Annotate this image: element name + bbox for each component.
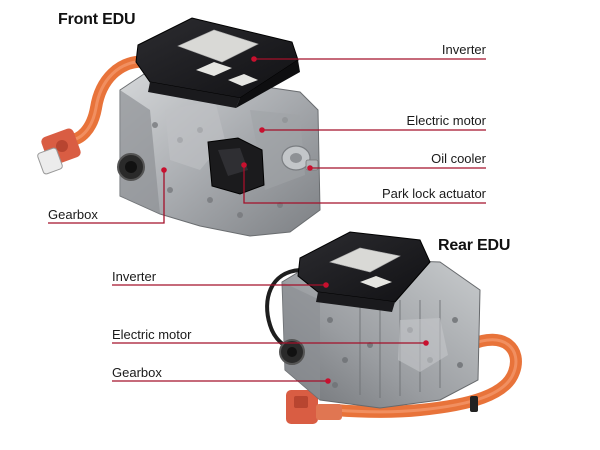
front-leader-dots	[161, 56, 313, 173]
front-gearbox-label: Gearbox	[48, 207, 98, 222]
rear-electric-motor-label: Electric motor	[112, 327, 192, 342]
rear-electric-motor-dot	[423, 340, 429, 346]
rear-inverter-label-plate	[329, 247, 401, 273]
front-gearbox-dot	[161, 167, 167, 173]
front-edu-unit	[37, 17, 321, 237]
rear-hv-connector	[286, 390, 342, 424]
front-inverter-label: Inverter	[441, 42, 486, 57]
front-inverter-label-plate	[177, 29, 259, 63]
front-gearbox-leader	[48, 170, 165, 224]
front-park-lock-actuator-label: Park lock actuator	[381, 186, 486, 201]
front-hv-connector	[37, 128, 81, 175]
rear-edu-unit	[265, 231, 522, 424]
rear-leader-dots	[323, 282, 429, 384]
front-park-lock-dot	[241, 162, 247, 168]
front-electric-motor-dot	[259, 127, 265, 133]
front-leader-lines	[48, 58, 486, 224]
rear-leader-lines	[112, 284, 426, 382]
front-oil-cooler-label: Oil cooler	[431, 151, 486, 166]
rear-inverter-dot	[323, 282, 329, 288]
front-park-lock-leader	[243, 165, 486, 204]
front-oil-cooler-dot	[307, 165, 313, 171]
rear-inverter-label: Inverter	[112, 269, 157, 284]
front-inverter-dot	[251, 56, 257, 62]
front-electric-motor-label: Electric motor	[406, 113, 486, 128]
front-oil-cooler	[281, 145, 319, 171]
rear-edu-title: Rear EDU	[438, 237, 511, 254]
rear-gearbox-label: Gearbox	[112, 365, 162, 380]
rear-gearbox-dot	[325, 378, 331, 384]
front-edu-title: Front EDU	[58, 11, 136, 28]
